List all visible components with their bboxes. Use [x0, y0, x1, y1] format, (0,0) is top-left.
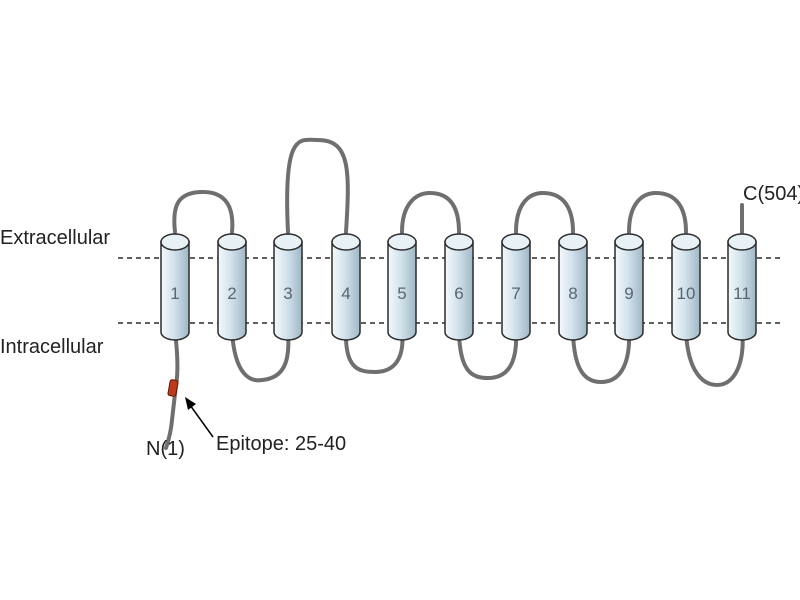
- helix-body: [273, 241, 303, 341]
- epitope-arrow: [185, 397, 214, 438]
- helix-cap: [217, 233, 247, 251]
- helix-body: [160, 241, 190, 341]
- helix-number-label: 7: [511, 284, 520, 303]
- helix-number-label: 11: [733, 284, 751, 303]
- helix-cap: [387, 233, 417, 251]
- n-terminal-tail: [164, 330, 180, 450]
- helix-number-label: 1: [170, 284, 179, 303]
- helix-number-label: 2: [227, 284, 236, 303]
- helix-cap: [331, 233, 361, 251]
- extracellular-loop-9-10: [627, 190, 688, 234]
- helix-number-label: 6: [454, 284, 463, 303]
- helix-cap: [727, 233, 757, 251]
- helix-number-label: 9: [624, 284, 633, 303]
- helix-number-label: 4: [341, 284, 350, 303]
- helix-9: 9: [614, 233, 644, 341]
- epitope-label: Epitope: 25-40: [216, 433, 346, 455]
- epitope-marker: [167, 379, 179, 397]
- helix-body: [444, 241, 474, 341]
- helix-6: 6: [444, 233, 474, 341]
- helix-cap: [273, 233, 303, 251]
- helix-11: 11: [727, 233, 757, 341]
- intracellular-loop-4-5: [343, 330, 405, 375]
- helix-body: [217, 241, 247, 341]
- helix-7: 7: [501, 233, 531, 341]
- intracellular-loop-10-11: [684, 330, 745, 388]
- helix-body: [671, 241, 701, 341]
- extracellular-loop-1-2: [172, 189, 235, 234]
- helix-cap: [558, 233, 588, 251]
- helix-cap: [444, 233, 474, 251]
- intracellular-loop-8-9: [571, 330, 632, 385]
- helix-3: 3: [273, 233, 303, 341]
- extracellular-loop-3-4: [285, 137, 350, 234]
- helix-number-label: 8: [568, 284, 577, 303]
- loops: [164, 137, 745, 450]
- helix-cap: [671, 233, 701, 251]
- helix-cap: [614, 233, 644, 251]
- transmembrane-helices: 1 2 3 4 5 6 7 8 9 10 11: [160, 233, 757, 341]
- helix-10: 10: [671, 233, 701, 341]
- helix-number-label: 10: [677, 284, 696, 303]
- extracellular-loop-7-8: [514, 190, 575, 234]
- n-terminus-label: N(1): [146, 438, 185, 460]
- helix-number-label: 3: [283, 284, 292, 303]
- helix-body: [558, 241, 588, 341]
- helix-body: [331, 241, 361, 341]
- c-terminus-label: C(504): [743, 183, 800, 205]
- intracellular-loop-6-7: [457, 330, 519, 381]
- intracellular-label: Intracellular: [0, 336, 104, 358]
- helix-body: [501, 241, 531, 341]
- helix-8: 8: [558, 233, 588, 341]
- helix-body: [387, 241, 417, 341]
- helix-2: 2: [217, 233, 247, 341]
- helix-number-label: 5: [397, 284, 406, 303]
- extracellular-loop-5-6: [400, 190, 461, 234]
- helix-cap: [501, 233, 531, 251]
- helix-5: 5: [387, 233, 417, 341]
- helix-1: 1: [160, 233, 190, 341]
- helix-4: 4: [331, 233, 361, 341]
- intracellular-loop-2-3: [230, 330, 291, 383]
- helix-cap: [160, 233, 190, 251]
- helix-body: [614, 241, 644, 341]
- extracellular-label: Extracellular: [0, 227, 110, 249]
- helix-body: [727, 241, 757, 341]
